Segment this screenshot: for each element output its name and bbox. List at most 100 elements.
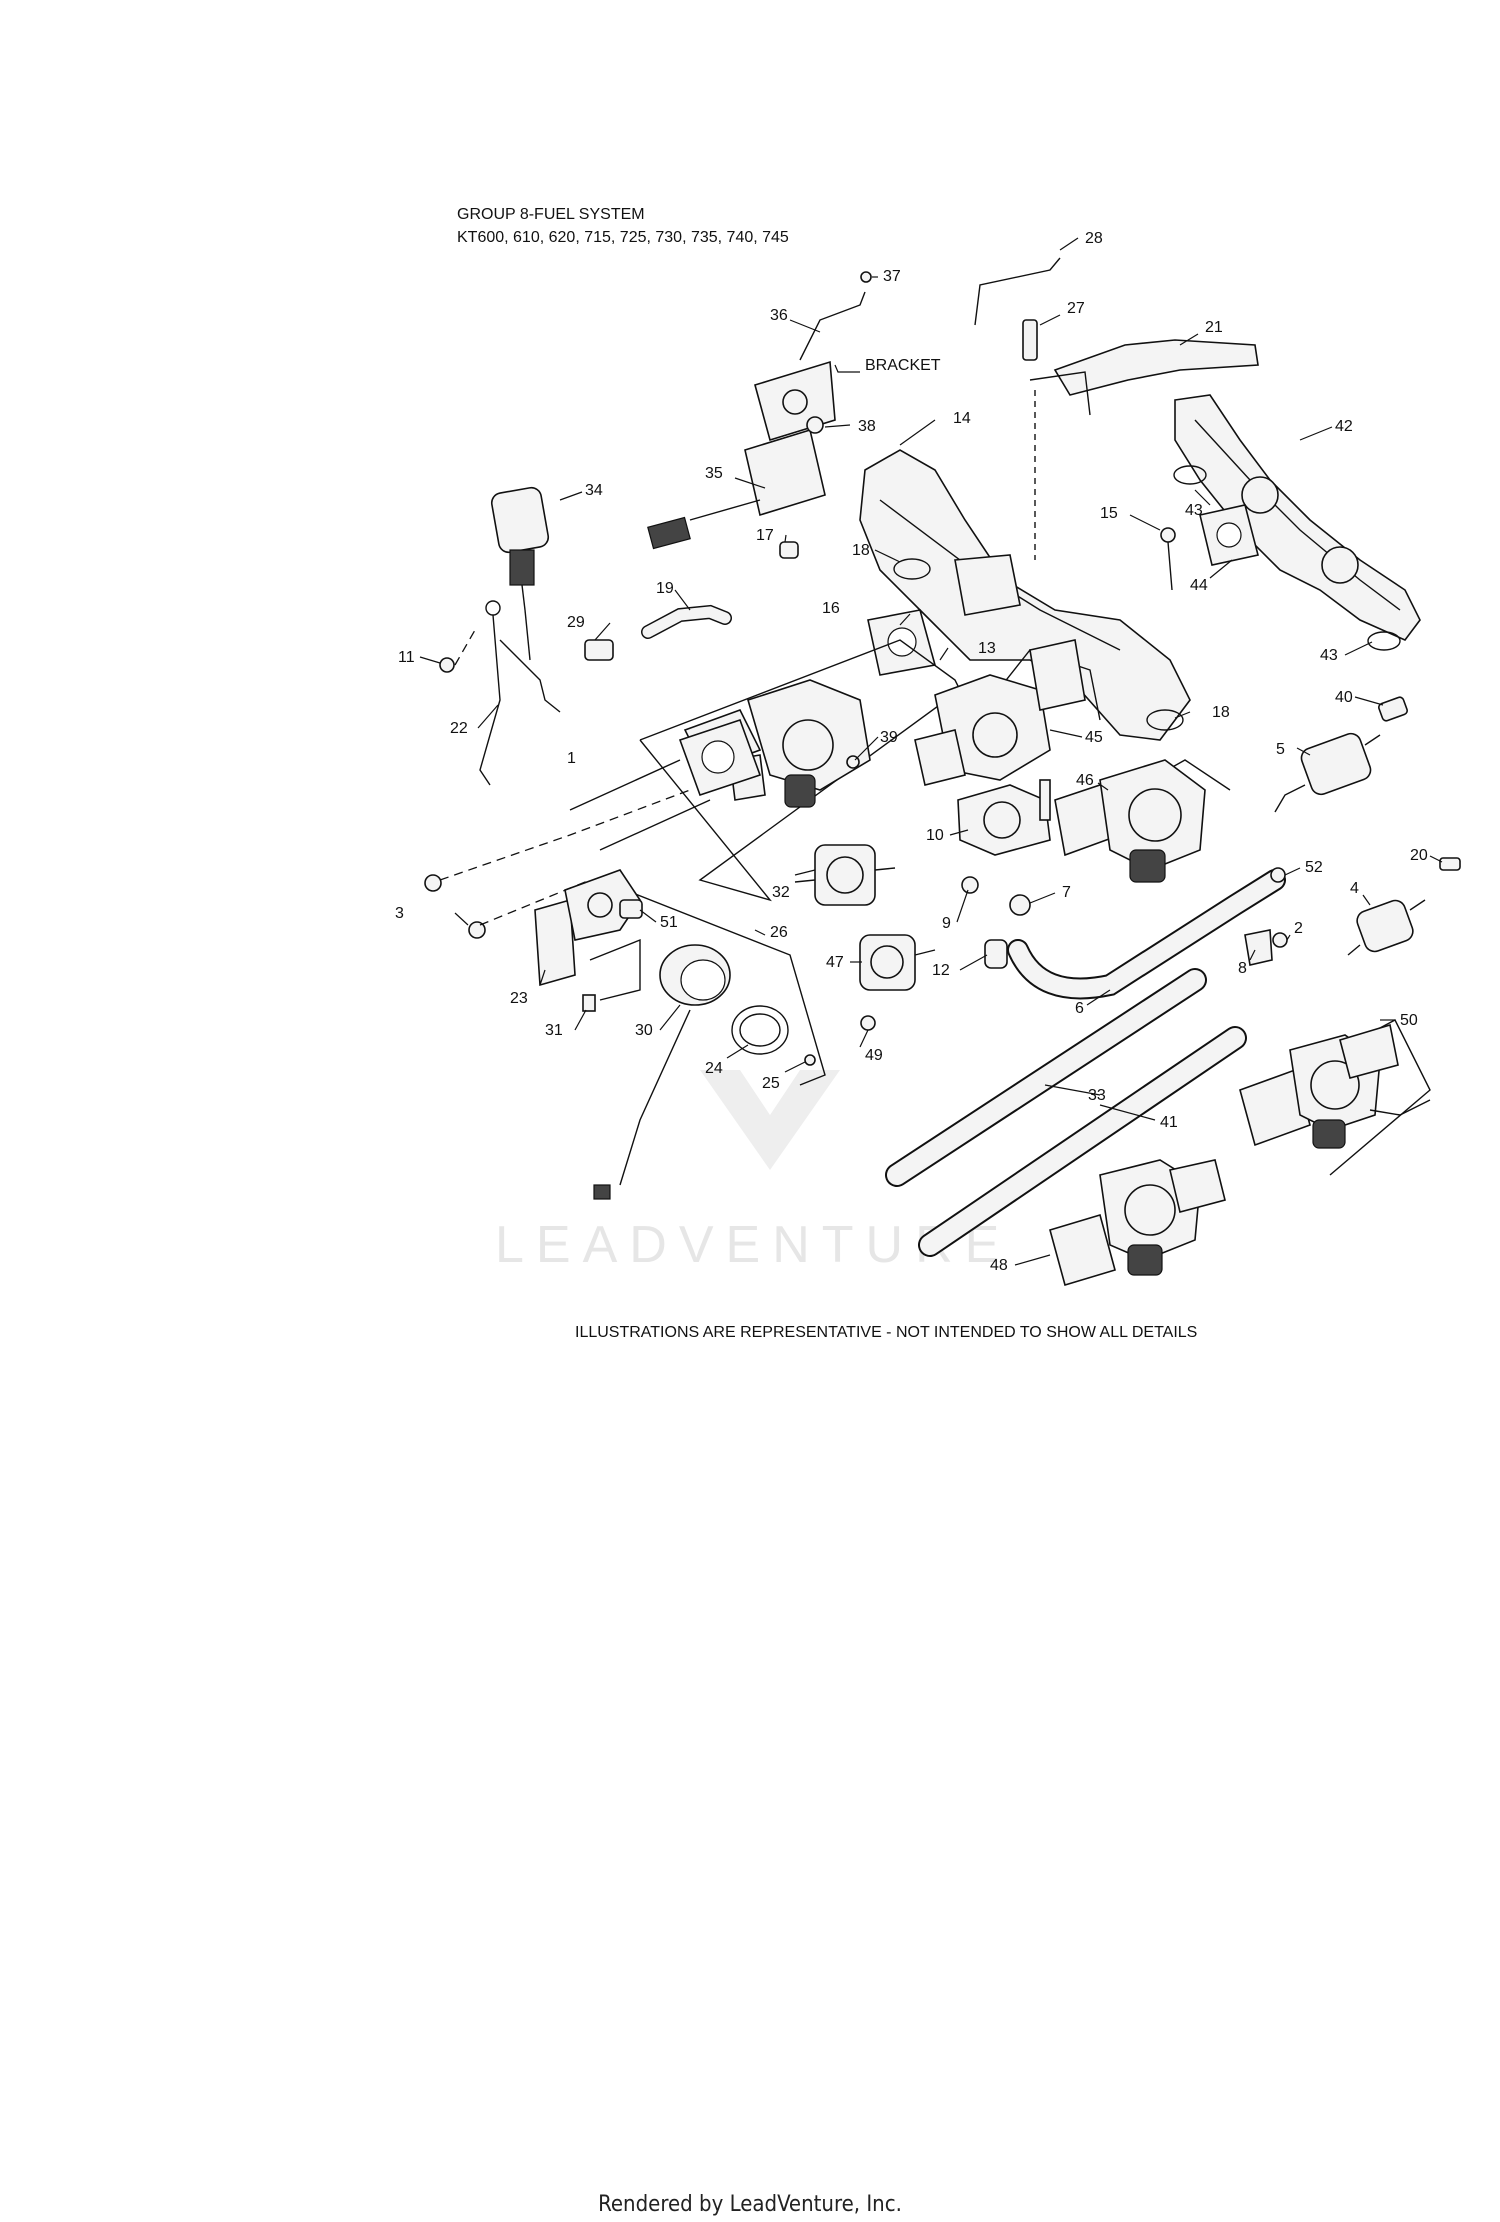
- callout-37: 37: [883, 268, 901, 285]
- part-20-plug: [1439, 857, 1461, 871]
- callout-52: 52: [1305, 859, 1323, 876]
- part-13-carburetor-assembly: [639, 639, 961, 902]
- callout-10: 10: [926, 827, 944, 844]
- model-list: KT600, 610, 620, 715, 725, 730, 735, 740…: [457, 229, 789, 246]
- callout-5: 5: [1276, 741, 1285, 758]
- leader-lines: [419, 237, 1443, 1266]
- callout-19: 19: [656, 580, 674, 597]
- part-8-clip: [1244, 929, 1273, 966]
- callout-27: 27: [1067, 300, 1085, 317]
- part-45-throttle-body: [914, 639, 1101, 786]
- part-gasket-left: [678, 718, 762, 797]
- part-46-carburetor: [1054, 759, 1231, 883]
- part-18-oring-upper: [893, 558, 931, 580]
- callout-15: 15: [1100, 505, 1118, 522]
- part-36-rod: [799, 271, 872, 361]
- callout-11: 11: [398, 649, 415, 666]
- part-41-hose: [918, 1026, 1247, 1257]
- callout-39: 39: [880, 729, 898, 746]
- callout-14: 14: [953, 410, 971, 427]
- callout-22: 22: [450, 720, 468, 737]
- callout-36: 36: [770, 307, 788, 324]
- part-7-clamp: [1009, 894, 1031, 916]
- callout-30: 30: [635, 1022, 653, 1039]
- part-26-throttle-housing-group: [599, 879, 826, 1086]
- callout-46: 46: [1076, 772, 1094, 789]
- callout-28: 28: [1085, 230, 1103, 247]
- part-3-nut-lower: [468, 921, 486, 939]
- callout-50: 50: [1400, 1012, 1418, 1029]
- callout-17: 17: [756, 527, 774, 544]
- part-40-connector: [1378, 696, 1408, 722]
- part-17-bushing: [779, 541, 799, 559]
- callout-33: 33: [1088, 1087, 1106, 1104]
- disclaimer-text: ILLUSTRATIONS ARE REPRESENTATIVE - NOT I…: [575, 1324, 1197, 1341]
- part-44-gasket: [1199, 504, 1259, 566]
- part-23-bracket: [534, 869, 641, 1001]
- part-27-bolt: [1022, 319, 1038, 361]
- callout-43-lower: 43: [1320, 647, 1338, 664]
- callout-24: 24: [705, 1060, 723, 1077]
- part-5-fuel-filter: [1274, 732, 1381, 813]
- callout-44: 44: [1190, 577, 1208, 594]
- part-35-solenoid: [647, 428, 826, 550]
- part-29-connector: [584, 639, 614, 661]
- part-24-gasket: [731, 1005, 789, 1055]
- part-9-screw: [961, 876, 979, 894]
- callout-9: 9: [942, 915, 951, 932]
- part-42-manifold: [1174, 394, 1421, 641]
- part-18-oring-lower: [1146, 709, 1184, 731]
- callout-25: 25: [762, 1075, 780, 1092]
- callout-20: 20: [1410, 847, 1428, 864]
- part-21-lever: [1029, 339, 1259, 560]
- callout-49: 49: [865, 1047, 883, 1064]
- callout-34: 34: [585, 482, 603, 499]
- callout-26: 26: [770, 924, 788, 941]
- part-22-wire-harness: [454, 600, 561, 786]
- callout-41: 41: [1160, 1114, 1178, 1131]
- callout-2: 2: [1294, 920, 1303, 937]
- callout-6: 6: [1075, 1000, 1084, 1017]
- part-43-oring-upper: [1173, 465, 1207, 485]
- callouts: 1 2 3 4 5 6 7 8 9 10 11 12 13 14 15 16 1…: [395, 230, 1428, 1274]
- callout-23: 23: [510, 990, 528, 1007]
- part-12-fitting: [984, 939, 1008, 969]
- part-34-valve: [490, 486, 550, 611]
- callout-12: 12: [932, 962, 950, 979]
- part-32-fuel-pump: [794, 844, 896, 906]
- callout-42: 42: [1335, 418, 1353, 435]
- callout-43-upper: 43: [1185, 502, 1203, 519]
- callout-3: 3: [395, 905, 404, 922]
- callout-29: 29: [567, 614, 585, 631]
- callout-7: 7: [1062, 884, 1071, 901]
- callout-40: 40: [1335, 689, 1353, 706]
- part-33-hose: [885, 968, 1207, 1187]
- watermark-logo: LEADVENTURE: [495, 1070, 1011, 1274]
- part-16-gasket: [867, 609, 937, 676]
- watermark-text: LEADVENTURE: [495, 1216, 1011, 1274]
- callout-48: 48: [990, 1257, 1008, 1274]
- part-2-screw: [1272, 932, 1288, 948]
- callout-1: 1: [567, 750, 576, 767]
- callout-51: 51: [660, 914, 678, 931]
- part-15-bolt: [1160, 527, 1176, 591]
- part-14-intake-manifold: [859, 449, 1191, 741]
- part-52-fitting: [1270, 867, 1286, 883]
- part-50-carburetor: [1239, 1019, 1431, 1176]
- part-3-nut-upper: [424, 874, 442, 892]
- part-31-screw: [582, 994, 596, 1012]
- callout-47: 47: [826, 954, 844, 971]
- part-11-bolt: [439, 657, 455, 673]
- part-6-fuel-hose: [1007, 869, 1286, 1000]
- part-30-throttle-body: [593, 944, 731, 1200]
- callout-32: 32: [772, 884, 790, 901]
- part-19-hose: [641, 604, 732, 639]
- callout-bracket: BRACKET: [865, 357, 941, 374]
- callout-18-upper: 18: [852, 542, 870, 559]
- part-25-screw: [804, 1054, 816, 1066]
- part-10-pump-base: [957, 779, 1051, 856]
- dashed-guide-upper: [439, 789, 691, 881]
- callout-31: 31: [545, 1022, 563, 1039]
- part-48-carburetor: [1049, 1159, 1226, 1287]
